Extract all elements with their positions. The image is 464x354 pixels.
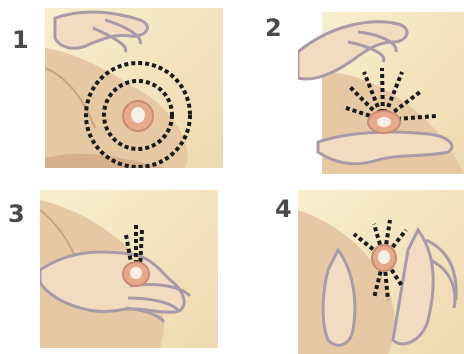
step-3-illustration — [40, 190, 218, 348]
step-2-illustration — [298, 12, 464, 174]
step-number-1: 1 — [12, 28, 29, 52]
nipple — [130, 267, 142, 279]
nipple — [131, 107, 145, 123]
nipple — [378, 250, 390, 264]
step-number-4: 4 — [275, 197, 292, 221]
step-number-2: 2 — [265, 16, 282, 40]
step-1-illustration — [45, 8, 223, 168]
step-4-illustration — [298, 190, 464, 354]
nipple — [377, 117, 391, 127]
step-number-3: 3 — [8, 202, 25, 226]
